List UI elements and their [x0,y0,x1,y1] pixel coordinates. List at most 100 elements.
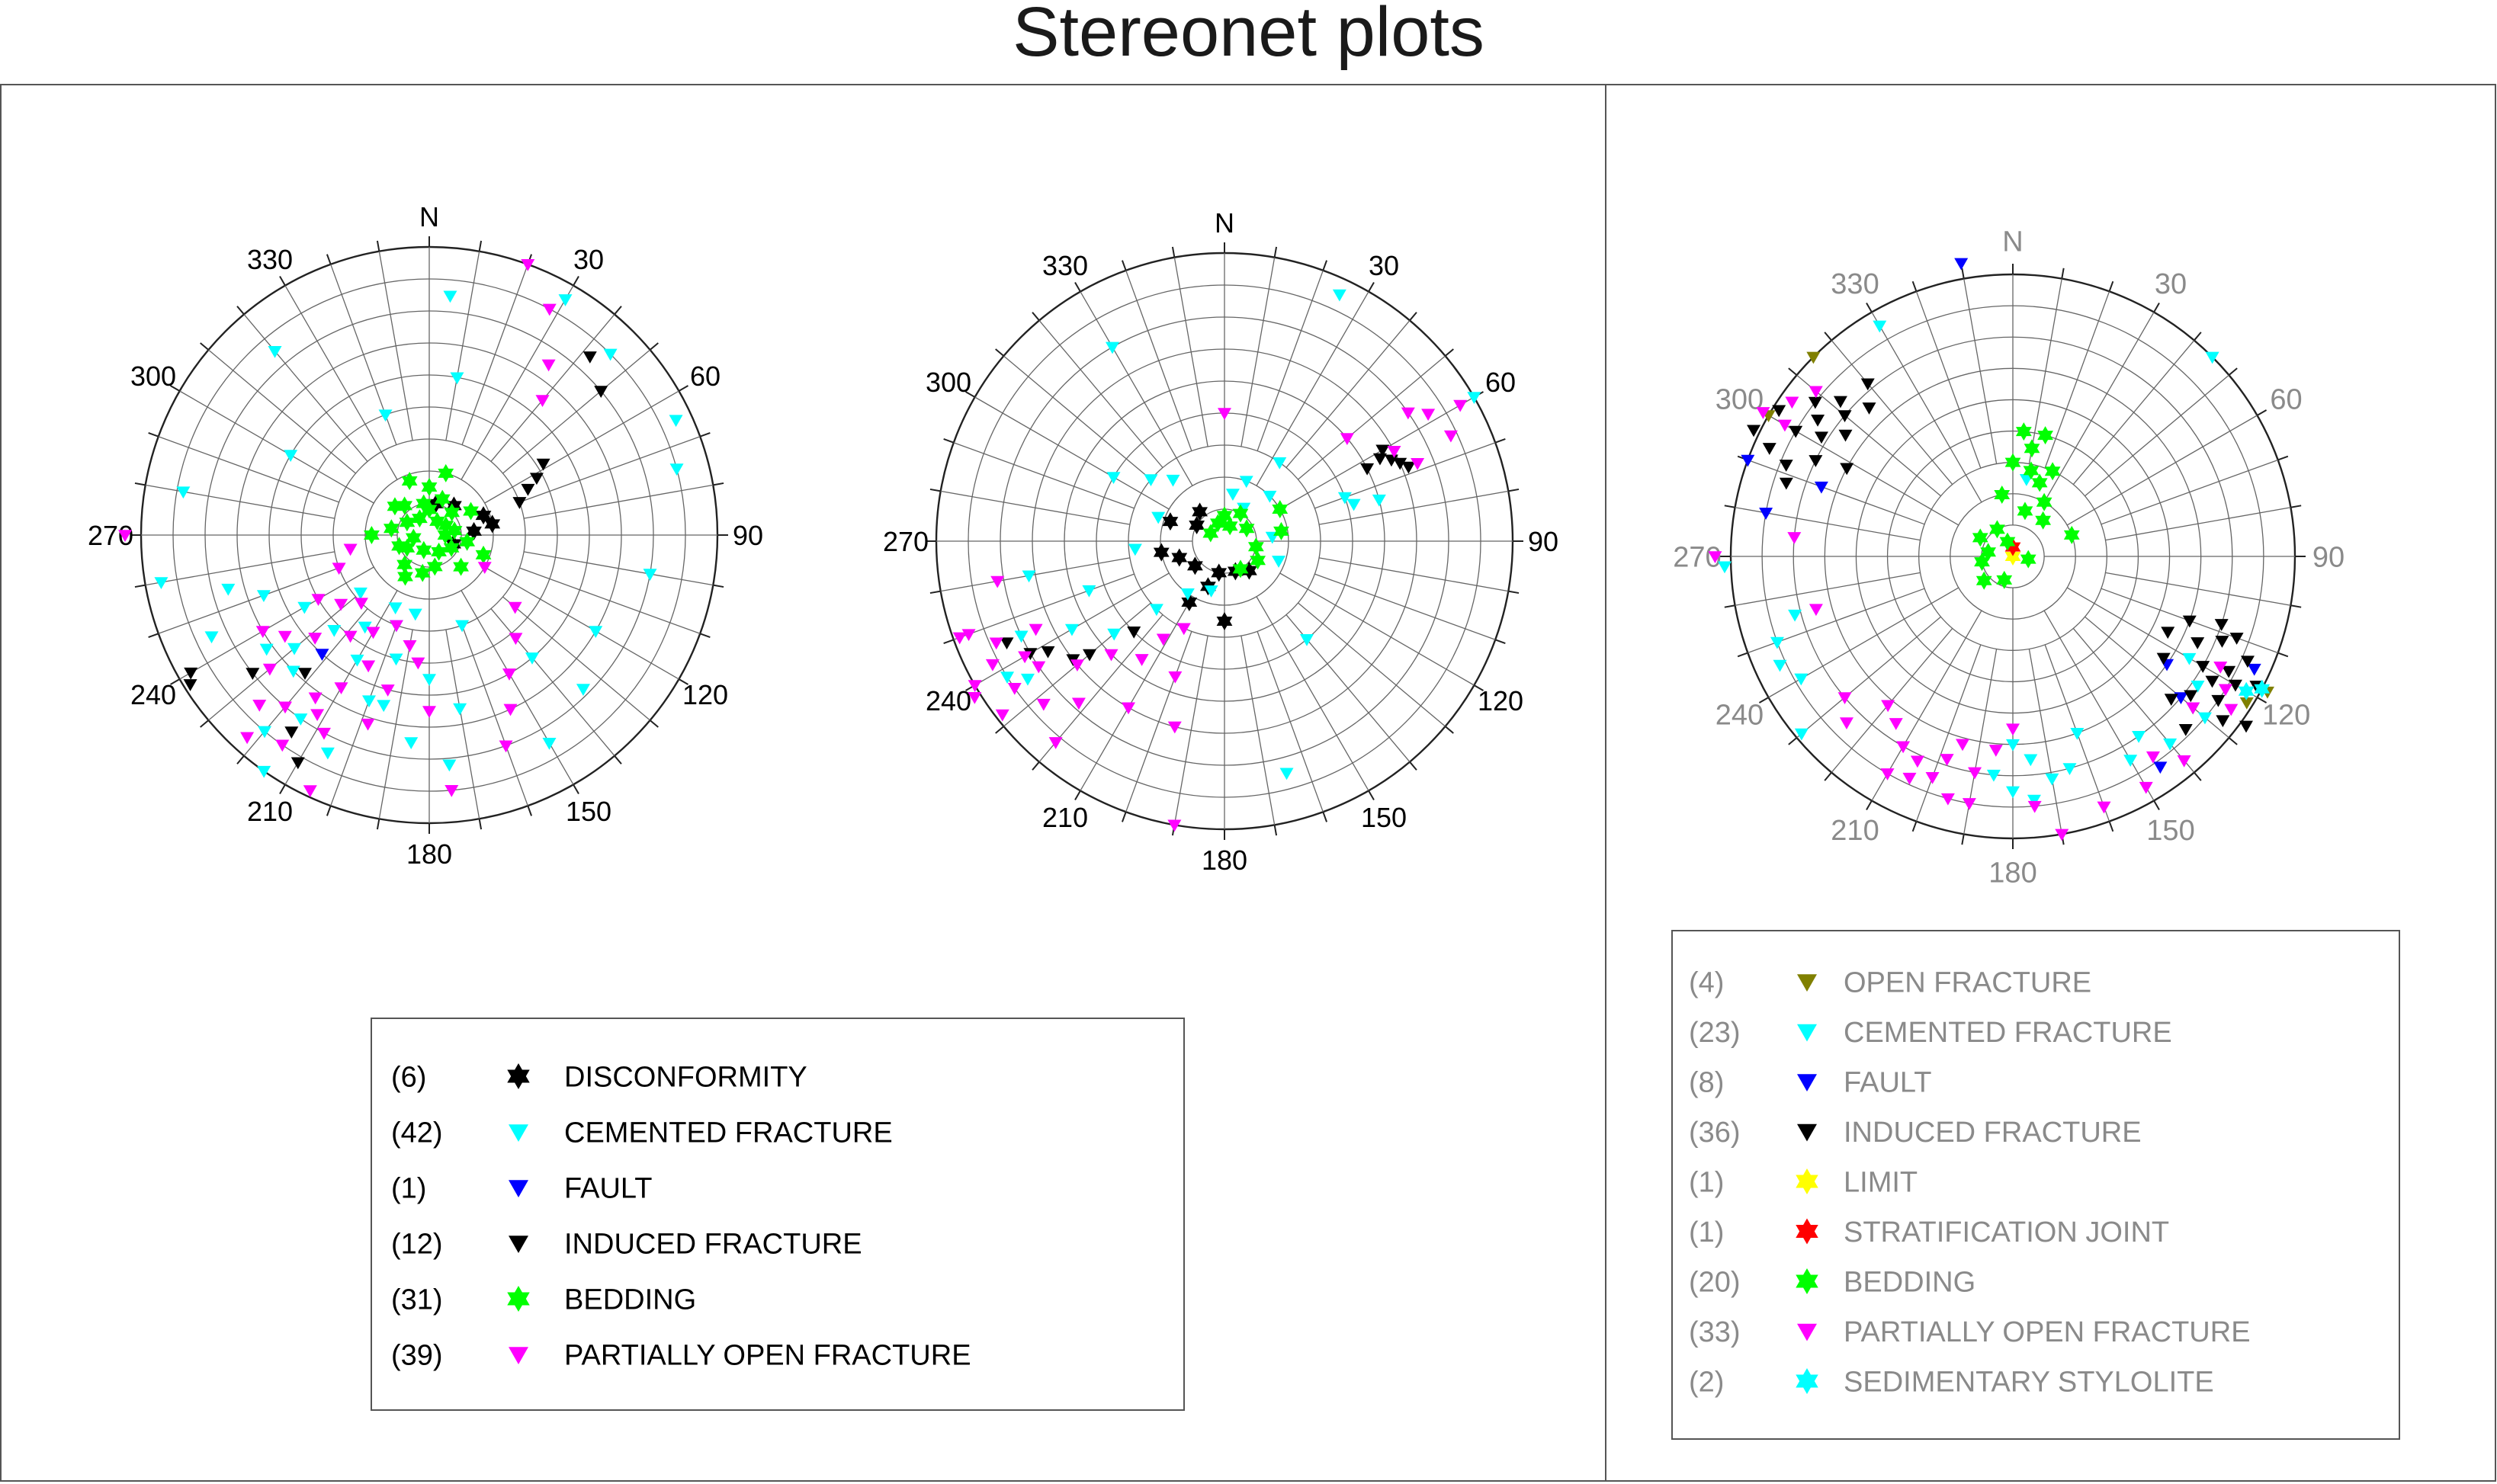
partially-open-fracture-point [334,682,348,695]
legend-entry: (12)INDUCED FRACTURE [391,1229,862,1261]
bedding-point [431,542,447,561]
legend-count: (42) [391,1117,443,1149]
stereonet-1-azimuth-label: 210 [247,796,293,827]
cemented-fracture-point [443,290,457,303]
cemented-fracture-point [558,294,573,306]
cemented-fracture-point [1337,492,1352,505]
induced-fracture-point [284,726,299,739]
induced-fracture-point [2190,637,2205,649]
bedding-point [2004,453,2021,472]
cemented-fracture-point [377,700,391,713]
cemented-fracture-point [1718,561,1732,574]
partially-open-fracture-point [499,740,513,753]
partially-open-fracture-point [334,598,348,611]
induced-fracture-point [1811,415,1825,427]
induced-fracture-point [246,668,260,681]
partially-open-fracture-point [1787,532,1802,544]
induced-fracture-point [583,351,597,364]
induced-fracture-point [184,667,198,680]
cemented-fracture-point [284,450,298,462]
cemented-fracture-point [221,583,236,596]
stereonet-3-azimuth-label: 90 [2312,542,2345,574]
disconformity-point [1216,612,1233,630]
bedding-point [463,502,479,521]
stereonet-1-azimuth-label: 150 [566,796,611,827]
bedding-point [459,532,476,551]
bedding-point [2036,492,2052,511]
partially-open-fracture-point [989,637,1003,650]
bedding-point [1975,571,1992,590]
fault-point [1741,454,1755,467]
partially-open-fracture-point [2213,662,2228,674]
partially-open-fracture-point [1839,717,1853,730]
stereonet-1-azimuth-label: 60 [690,361,721,392]
cemented-fracture-point [542,738,557,750]
induced-fracture-point [2214,619,2229,631]
legend-count: (20) [1689,1267,1741,1299]
right-panel-frame [1605,84,2496,1482]
partially-open-fracture-point [1453,399,1468,412]
bedding-point [1980,543,1997,562]
cemented-fracture-point [1239,476,1253,489]
induced-fracture-point [2178,723,2193,736]
cemented-fracture-point [320,747,335,760]
induced-fracture-point [594,386,608,399]
cemented-fracture-point [1770,636,1784,649]
induced-fracture-point [2205,675,2219,688]
legend-count: (4) [1689,967,1724,999]
partially-open-fracture-point [508,601,522,614]
legend-count: (1) [1689,1216,1724,1248]
legend-entry: (8)FAULT [1689,1067,1931,1099]
cemented-fracture-point [256,590,271,603]
cemented-fracture-point [603,348,618,361]
cemented-fracture-point [2006,739,2020,752]
stereonet-2-azimuth-label: 150 [1361,802,1407,833]
cemented-fracture-point [1773,659,1787,672]
induced-fracture-point [1772,405,1786,418]
induced-fracture-point [297,668,312,681]
legend-entry: (36)INDUCED FRACTURE [1689,1117,2142,1149]
cemented-fracture-point [1000,671,1015,684]
bedding-point [2031,473,2048,492]
partially-open-fracture-point [542,303,557,316]
fault-point [1954,258,1969,271]
bedding-point [1202,524,1219,543]
cemented-fracture-point [287,643,302,655]
partially-open-fracture-point [2006,723,2020,736]
sedimentary-stylolite-point [2254,679,2271,698]
cemented-fracture-point [1273,457,1287,470]
bedding-point [364,526,380,544]
legend-count: (2) [1689,1367,1724,1399]
stereonet-3-azimuth-label: 120 [2262,700,2310,732]
stereonet-1-azimuth-label: 240 [130,679,176,710]
bedding-point [383,519,400,538]
cemented-fracture-point [358,621,372,634]
partially-open-fracture-point [1156,633,1170,646]
bedding-point [443,538,460,557]
partially-open-fracture-point [366,627,380,639]
cemented-fracture-point [286,665,300,678]
partially-open-fracture-point [262,663,277,676]
induced-fracture-point [1000,637,1014,650]
cemented-fracture-point [361,695,376,708]
cemented-fracture-point [422,674,436,686]
partially-open-fracture-point [308,692,323,705]
bedding-point [2015,422,2032,441]
cemented-fracture-point [2197,712,2212,725]
legend-count: (8) [1689,1067,1724,1099]
induced-fracture-point [1375,444,1390,457]
partially-open-fracture-point [332,563,346,575]
cemented-fracture-point [259,643,274,656]
partially-open-fracture-point [1809,604,1823,617]
induced-fracture-point [1838,429,1853,442]
stereonet-3-azimuth-label: 180 [1988,857,2036,889]
cemented-fracture-point [1151,511,1166,524]
bedding-point [391,537,407,556]
bedding-point [416,540,432,559]
bedding-point [421,478,438,496]
cemented-fracture-point [176,486,191,499]
cemented-fracture-point [2062,763,2077,775]
partially-open-fracture-point [1785,396,1799,409]
bedding-point [438,516,454,535]
legend-count: (31) [391,1284,443,1316]
